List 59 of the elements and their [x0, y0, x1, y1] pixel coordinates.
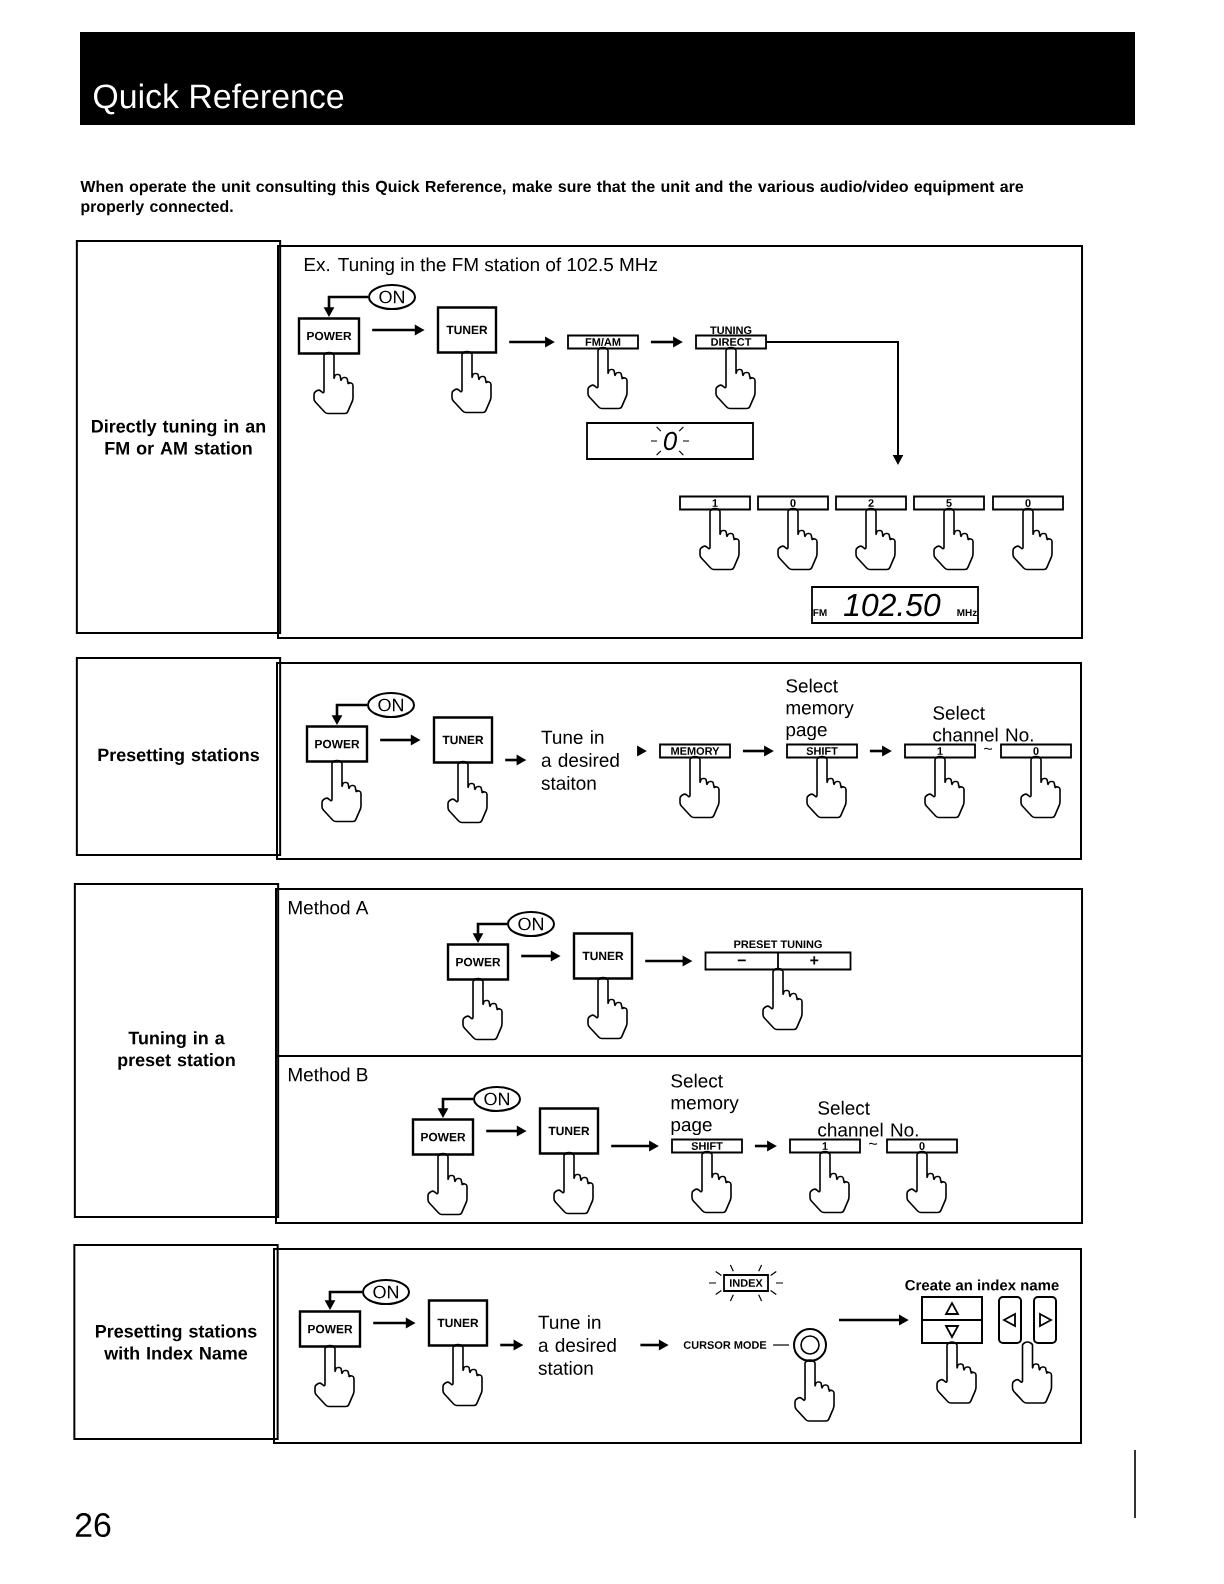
- step-text: Select channel No.: [933, 705, 1033, 742]
- row-heading: Tuning in a preset station: [73, 883, 280, 1218]
- cursor-button: [998, 1296, 1022, 1344]
- range-sign: ~: [869, 1142, 877, 1145]
- button: TUNER: [572, 932, 634, 980]
- step-text: Tune in a desired staiton: [541, 730, 619, 790]
- button: 5: [913, 495, 985, 511]
- button: SHIFT: [786, 743, 858, 759]
- button: TUNER: [432, 716, 494, 764]
- title-bar: Quick Reference: [80, 32, 1135, 125]
- button: SHIFT: [671, 1138, 743, 1154]
- button: TUNER: [436, 306, 498, 354]
- button-caption: TUNING: [710, 326, 752, 335]
- state-oval: ON: [368, 284, 416, 310]
- preset-tuning-button: − +: [704, 951, 852, 971]
- button: DIRECT: [695, 334, 767, 350]
- step-text: Select memory page: [786, 678, 854, 741]
- state-oval: ON: [362, 1279, 410, 1305]
- step-text: Select memory page: [671, 1073, 739, 1136]
- row-heading: Directly tuning in an FM or AM station: [75, 240, 282, 634]
- row-heading: Presetting stations: [75, 657, 282, 856]
- round-button: [793, 1328, 827, 1362]
- cursor-button: [1033, 1296, 1057, 1344]
- button: MEMORY: [659, 743, 731, 759]
- intro-note: When operate the unit consulting this Quick Reference, make sure that the unit and the various audio/video equipment are properly connected.: [80, 180, 1024, 216]
- button-caption: PRESET TUNING: [734, 940, 822, 949]
- state-oval: ON: [507, 911, 555, 937]
- button: 2: [835, 495, 907, 511]
- button: POWER: [305, 725, 369, 763]
- state-oval: ON: [367, 692, 415, 718]
- index-indicator: INDEX: [708, 1264, 784, 1302]
- page-number: 26: [75, 1513, 111, 1537]
- leader-line: [772, 1344, 790, 1346]
- button: POWER: [298, 1310, 362, 1348]
- button: 1: [904, 743, 976, 759]
- button: POWER: [411, 1118, 475, 1156]
- button: TUNER: [538, 1107, 600, 1155]
- node-label: +: [810, 956, 819, 965]
- button: 0: [757, 495, 829, 511]
- button: POWER: [297, 317, 361, 355]
- button: POWER: [446, 943, 510, 981]
- state-oval: ON: [473, 1086, 521, 1112]
- step-text: Create an index name: [905, 1279, 1059, 1291]
- button: 0: [1000, 743, 1072, 759]
- button: 0: [992, 495, 1064, 511]
- row-heading: Presetting stations with Index Name: [73, 1244, 279, 1440]
- button: 0: [886, 1138, 958, 1154]
- display-window: FM 102.50 MHz: [811, 586, 979, 624]
- button-name: CURSOR MODE: [683, 1341, 767, 1349]
- cursor-button: [921, 1296, 983, 1344]
- button: TUNER: [427, 1299, 489, 1347]
- step-text: Select channel No.: [818, 1100, 918, 1137]
- node-label: −: [737, 959, 746, 962]
- button: 1: [789, 1138, 861, 1154]
- button: FM/AM: [567, 334, 639, 350]
- step-text: Tune in a desired station: [538, 1315, 616, 1375]
- display-window: 0: [586, 422, 754, 460]
- range-sign: ~: [984, 747, 992, 750]
- button: 1: [679, 495, 751, 511]
